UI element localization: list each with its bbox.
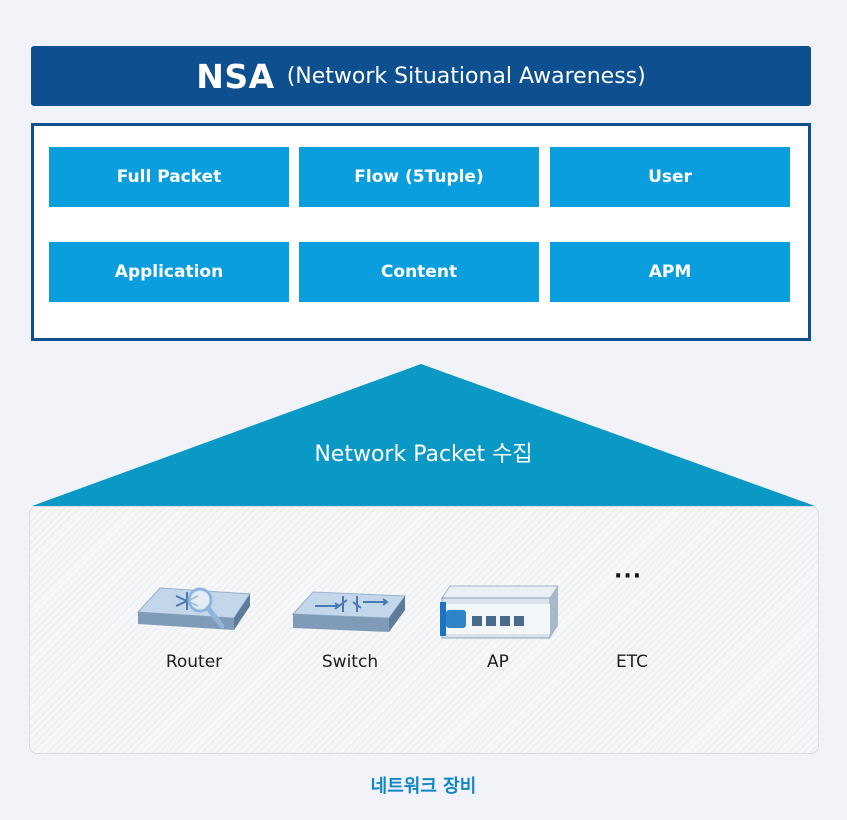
switch-icon <box>291 591 406 632</box>
capabilities-panel: Full Packet Flow (5Tuple) User Applicati… <box>31 123 811 341</box>
switch-label: Switch <box>321 652 379 672</box>
network-equipment-label: 네트워크 장비 <box>370 776 477 797</box>
header-title: NSA <box>196 56 275 96</box>
access-point-icon <box>440 585 559 639</box>
router-label: Router <box>165 652 223 672</box>
capability-tile: Application <box>49 242 289 302</box>
etc-label: ETC <box>616 652 648 672</box>
nsa-header: NSA (Network Situational Awareness) <box>31 46 811 106</box>
network-devices-box <box>29 506 819 754</box>
router-icon <box>136 587 251 630</box>
capability-tile: User <box>550 147 790 207</box>
capability-tile: Flow (5Tuple) <box>299 147 539 207</box>
capability-tile: APM <box>550 242 790 302</box>
header-subtitle: (Network Situational Awareness) <box>286 63 646 89</box>
ap-label: AP <box>487 652 509 672</box>
collection-label: Network Packet 수집 <box>314 442 533 467</box>
capability-tile: Full Packet <box>49 147 289 207</box>
ellipsis-icon: ··· <box>614 564 643 589</box>
capability-tile: Content <box>299 242 539 302</box>
